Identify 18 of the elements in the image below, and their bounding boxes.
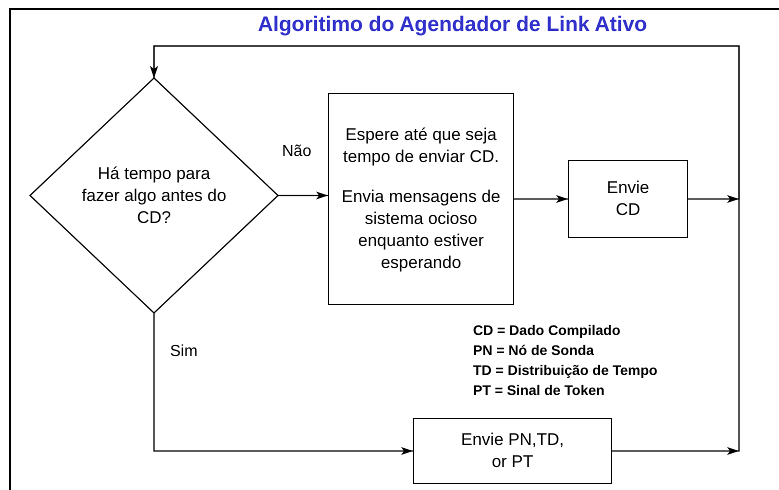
decision-text: Há tempo para fazer algo antes do CD? — [80, 162, 228, 228]
arrow — [150, 45, 740, 455]
abbreviation-note: PT = Sinal de Token — [473, 381, 606, 400]
process-text: Envia mensagens de sistema ocioso enquanto estiver esperando — [340, 186, 502, 274]
process-text: Espere até que seja tempo de enviar CD. — [342, 124, 500, 168]
abbreviation-note: TD = Distribuição de Tempo — [473, 361, 658, 380]
process-text: Envie PN,TD, or PT — [460, 429, 565, 473]
arrow — [153, 313, 413, 455]
arrow — [278, 192, 328, 200]
process-box — [413, 418, 612, 484]
decision-diamond — [30, 78, 278, 313]
process-box — [328, 93, 514, 305]
arrow — [514, 195, 568, 203]
diagram-title: Algoritimo do Agendador de Link Ativo — [256, 13, 648, 37]
process-box — [568, 160, 688, 238]
process-text: Envie CD — [606, 177, 650, 221]
abbreviation-note: CD = Dado Compilado — [473, 321, 622, 340]
abbreviation-note: PN = Nó de Sonda — [473, 341, 595, 360]
